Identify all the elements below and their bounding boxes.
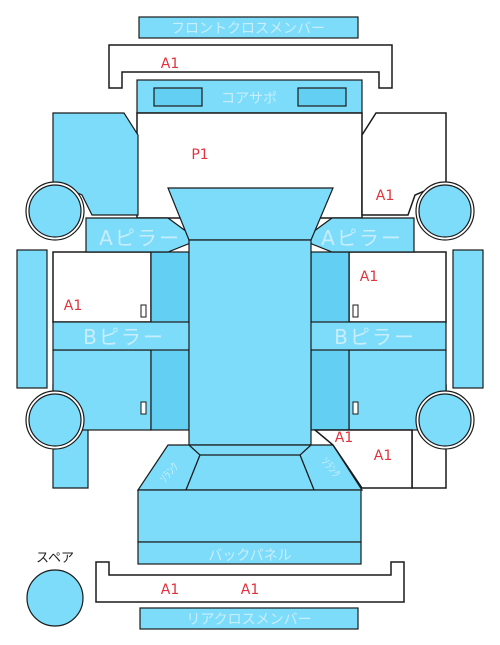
right-front-wheel[interactable] xyxy=(418,184,472,238)
hood-code: P1 xyxy=(191,147,208,163)
b-pillar-right-label: Bピラー xyxy=(334,325,416,349)
right-front-handle xyxy=(352,304,359,318)
rear-cross-member-bar[interactable] xyxy=(139,607,359,630)
roof-panel[interactable] xyxy=(188,239,312,446)
right-door-front-code: A1 xyxy=(360,269,378,285)
b-pillar-left-label: Bピラー xyxy=(83,325,165,349)
rear-member-right-code: A1 xyxy=(241,582,259,598)
spare-label: スペア xyxy=(36,551,74,566)
right-side-skirt[interactable] xyxy=(452,249,484,389)
front-cross-member-label: フロントクロスメンバー xyxy=(171,21,325,37)
rear-member-left-code: A1 xyxy=(161,582,179,598)
windshield[interactable] xyxy=(167,187,334,241)
b-pillar-left[interactable] xyxy=(52,321,191,351)
a-pillar-right[interactable] xyxy=(300,217,415,253)
back-panel-label-bar[interactable] xyxy=(137,541,362,565)
front-member-code: A1 xyxy=(161,56,179,72)
spare-tire[interactable] xyxy=(26,569,84,627)
front-bumper-frame[interactable] xyxy=(108,44,393,89)
right-rear-code-1: A1 xyxy=(335,430,353,446)
right-rear-wheel[interactable] xyxy=(418,393,472,447)
left-side-skirt[interactable] xyxy=(16,249,48,389)
a-pillar-left[interactable] xyxy=(85,217,200,253)
b-pillar-right[interactable] xyxy=(309,321,447,351)
left-front-door[interactable] xyxy=(52,251,152,323)
headlight-left xyxy=(153,87,203,107)
right-front-door[interactable] xyxy=(348,251,447,323)
back-panel-label: バックパネル xyxy=(208,548,291,564)
headlight-right xyxy=(297,87,347,107)
core-support-label: コアサポ xyxy=(221,91,277,107)
left-door-code: A1 xyxy=(64,298,82,314)
rear-cross-member-label: リアクロスメンバー xyxy=(186,612,311,628)
trunk-lid[interactable] xyxy=(185,454,315,491)
left-front-wheel[interactable] xyxy=(28,184,82,238)
left-rear-handle xyxy=(140,401,147,415)
left-rear-wheel[interactable] xyxy=(28,393,82,447)
left-front-handle xyxy=(140,304,147,318)
back-panel[interactable] xyxy=(137,489,362,543)
front-right-code: A1 xyxy=(376,188,394,204)
right-rear-fender[interactable] xyxy=(312,429,413,489)
a-pillar-right-label: Aピラー xyxy=(321,226,403,250)
rear-bumper-frame[interactable] xyxy=(95,561,405,603)
right-rear-handle xyxy=(352,401,359,415)
right-rear-code-2: A1 xyxy=(374,448,392,464)
front-cross-member-bar[interactable] xyxy=(138,16,359,39)
a-pillar-left-label: Aピラー xyxy=(99,226,181,250)
